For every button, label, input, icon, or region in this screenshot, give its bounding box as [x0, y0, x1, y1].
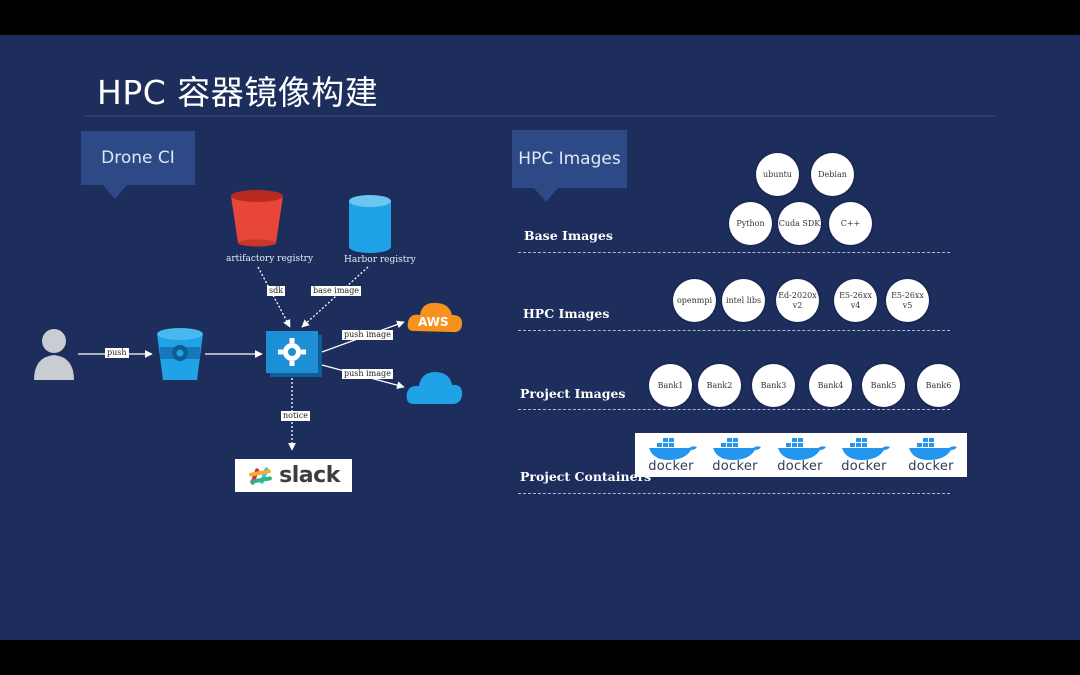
hpc-images-callout: HPC Images	[512, 130, 627, 202]
aws-label: AWS	[418, 315, 449, 329]
row-label-project-containers: Project Containers	[520, 469, 652, 484]
hpc-images-label: HPC Images	[518, 149, 621, 169]
project-containers-separator	[518, 493, 950, 494]
user-icon	[34, 329, 74, 380]
drone-ci-callout: Drone CI	[81, 131, 195, 199]
artifactory-label: artifactory registry	[226, 254, 314, 264]
docker-wordmark: docker	[777, 459, 823, 474]
docker-container-3: docker	[772, 437, 828, 475]
docker-container-2: docker	[707, 437, 763, 475]
project-image-bank2: Bank2	[698, 364, 741, 407]
docker-containers-panel: docker docker docker docker docker	[635, 433, 967, 477]
docker-container-1: docker	[643, 437, 699, 475]
title-divider	[85, 115, 995, 117]
slack-hash-icon	[249, 466, 273, 485]
docker-wordmark: docker	[841, 459, 887, 474]
base-images-separator	[518, 252, 950, 253]
notice-edge-label: notice	[281, 411, 310, 421]
row-label-base-images: Base Images	[524, 228, 613, 243]
hpc-image-e5-v4: E5-26xx v4	[834, 279, 877, 322]
row-label-hpc-images: HPC Images	[523, 306, 610, 321]
docker-wordmark: docker	[712, 459, 758, 474]
docker-whale-icon	[649, 438, 697, 460]
project-image-bank3: Bank3	[752, 364, 795, 407]
docker-whale-icon	[713, 438, 761, 460]
row-label-project-images: Project Images	[520, 386, 626, 401]
base-image-cpp: C++	[829, 202, 872, 245]
hpc-images-separator	[518, 330, 950, 331]
base-image-ubuntu: ubuntu	[756, 153, 799, 196]
project-image-bank5: Bank5	[862, 364, 905, 407]
project-image-bank6: Bank6	[917, 364, 960, 407]
sdk-edge-label: sdk	[267, 286, 286, 296]
base-image-cuda: Cuda SDK	[778, 202, 821, 245]
artifactory-bucket-icon	[231, 190, 283, 247]
docker-container-5: docker	[903, 437, 959, 475]
drone-ci-label: Drone CI	[101, 148, 175, 168]
push-image-aws-label: push image	[342, 330, 393, 340]
docker-whale-icon	[842, 438, 890, 460]
push-edge-label: push	[105, 348, 129, 358]
slide: HPC 容器镜像构建 Drone CI HPC Images	[0, 35, 1080, 640]
docker-whale-icon	[909, 438, 957, 460]
docker-container-4: docker	[836, 437, 892, 475]
harbor-label: Harbor registry	[344, 255, 416, 265]
slack-wordmark: slack	[279, 463, 340, 488]
project-image-bank4: Bank4	[809, 364, 852, 407]
base-image-arrow	[301, 266, 369, 328]
docker-whale-icon	[778, 438, 826, 460]
base-image-edge-label: base image	[311, 286, 362, 296]
hpc-image-e5-v5: E5-26xx v5	[886, 279, 929, 322]
aws-cloud-icon	[407, 302, 463, 333]
docker-wordmark: docker	[648, 459, 694, 474]
hpc-image-ed-2020x: Ed-2020x v2	[776, 279, 819, 322]
base-image-python: Python	[729, 202, 772, 245]
cloud-icon	[406, 372, 463, 404]
drone-bucket-icon	[157, 328, 203, 380]
page-title: HPC 容器镜像构建	[97, 73, 379, 112]
pipeline-diagram	[34, 190, 463, 451]
project-images-separator	[518, 409, 950, 410]
base-image-debian: Debian	[811, 153, 854, 196]
sdk-arrow	[257, 266, 291, 328]
gear-icon	[266, 331, 322, 377]
docker-wordmark: docker	[908, 459, 954, 474]
project-image-bank1: Bank1	[649, 364, 692, 407]
harbor-cylinder-icon	[349, 195, 391, 253]
hpc-image-openmpi: openmpi	[673, 279, 716, 322]
push-image-cloud-label: push image	[342, 369, 393, 379]
slack-logo: slack	[235, 459, 352, 492]
hpc-image-intel-libs: intel libs	[722, 279, 765, 322]
